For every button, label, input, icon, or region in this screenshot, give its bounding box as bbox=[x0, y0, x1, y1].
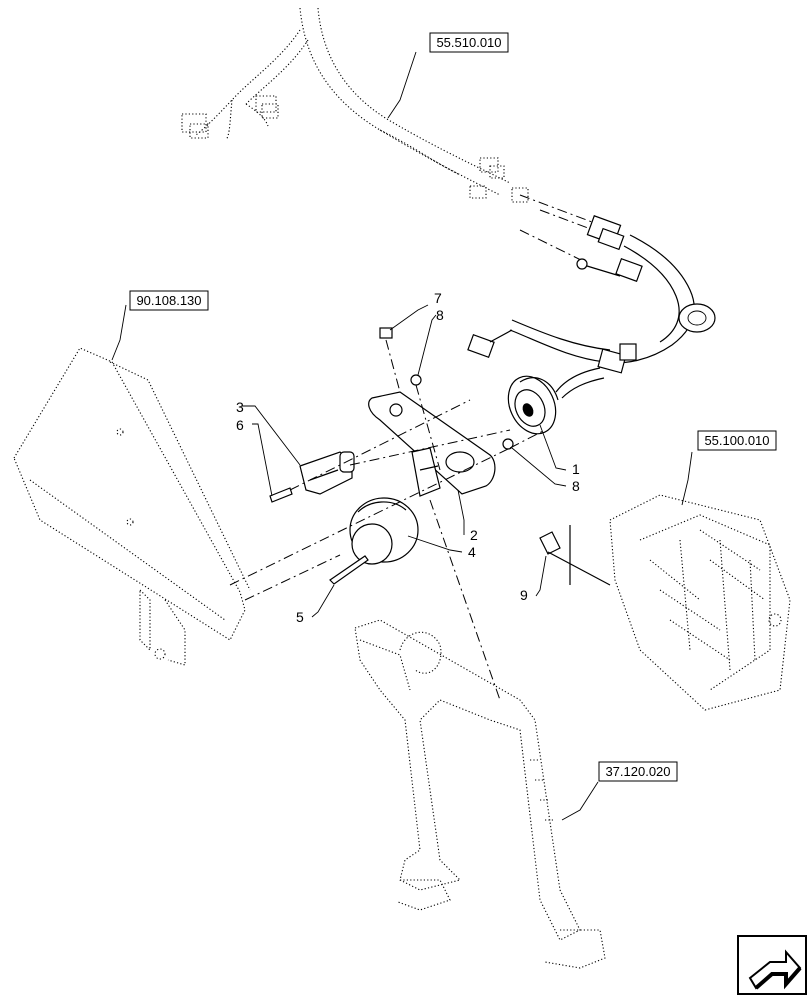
reference-label: 90.108.130 bbox=[136, 293, 201, 308]
clip-part-9 bbox=[539, 525, 611, 586]
callout-leaders bbox=[242, 304, 567, 618]
nut-part-8-upper bbox=[410, 374, 422, 386]
reference-label: 55.100.010 bbox=[704, 433, 769, 448]
callout-9: 9 bbox=[520, 587, 528, 603]
socket-part-1 bbox=[507, 375, 559, 435]
control-module bbox=[609, 494, 791, 711]
reference-box-55-510-010[interactable]: 55.510.010 bbox=[429, 32, 509, 53]
reference-box-55-100-010[interactable]: 55.100.010 bbox=[697, 430, 777, 451]
bracket-plate-part-2 bbox=[368, 391, 496, 497]
reference-box-37-120-020[interactable]: 37.120.020 bbox=[598, 761, 678, 782]
reference-label: 55.510.010 bbox=[436, 35, 501, 50]
reference-label: 37.120.020 bbox=[605, 764, 670, 779]
bolt-part-7 bbox=[379, 327, 393, 339]
wiring-harness-upper bbox=[181, 7, 621, 263]
callout-7: 7 bbox=[434, 290, 442, 306]
reference-box-90-108-130[interactable]: 90.108.130 bbox=[129, 290, 209, 311]
callout-5: 5 bbox=[296, 609, 304, 625]
callout-8-upper: 8 bbox=[436, 307, 444, 323]
callout-1: 1 bbox=[572, 461, 580, 477]
callout-8-lower: 8 bbox=[572, 478, 580, 494]
reference-leaders bbox=[111, 51, 693, 821]
callout-4: 4 bbox=[468, 544, 476, 560]
cover-part-4 bbox=[349, 497, 419, 565]
next-page-arrow-icon[interactable] bbox=[737, 935, 807, 995]
callout-6: 6 bbox=[236, 417, 244, 433]
wiring-harness-main bbox=[467, 215, 716, 399]
screw-part-5 bbox=[329, 555, 369, 585]
support-frame bbox=[354, 619, 606, 969]
screw-part-6 bbox=[269, 487, 293, 503]
warning-triangle bbox=[13, 347, 251, 666]
callout-2: 2 bbox=[470, 527, 478, 543]
callout-3: 3 bbox=[236, 399, 244, 415]
switch-part-3 bbox=[299, 451, 355, 495]
assembly-lines bbox=[229, 339, 546, 701]
fasteners bbox=[269, 327, 514, 585]
